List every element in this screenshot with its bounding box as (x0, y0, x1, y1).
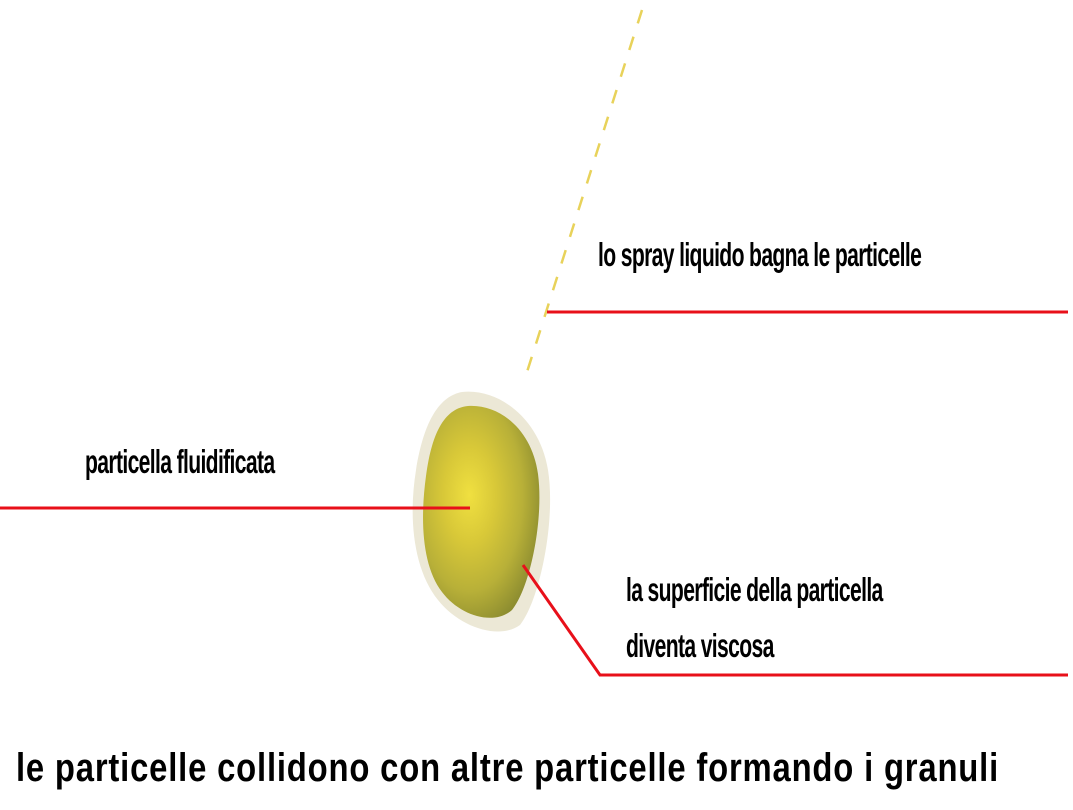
surface-label-line-1: la superficie della particella (626, 571, 883, 608)
surface-label-line-2: diventa viscosa (626, 627, 774, 664)
spray-label: lo spray liquido bagna le particelle (598, 236, 922, 273)
particle-label: particella fluidificata (85, 443, 275, 480)
surface-label: la superficie della particella diventa v… (626, 562, 883, 674)
diagram-caption: le particelle collidono con altre partic… (16, 746, 1000, 790)
surface-leader-line (521, 564, 1068, 677)
spray-stream (525, 9, 644, 373)
fluidized-particle (423, 405, 540, 618)
